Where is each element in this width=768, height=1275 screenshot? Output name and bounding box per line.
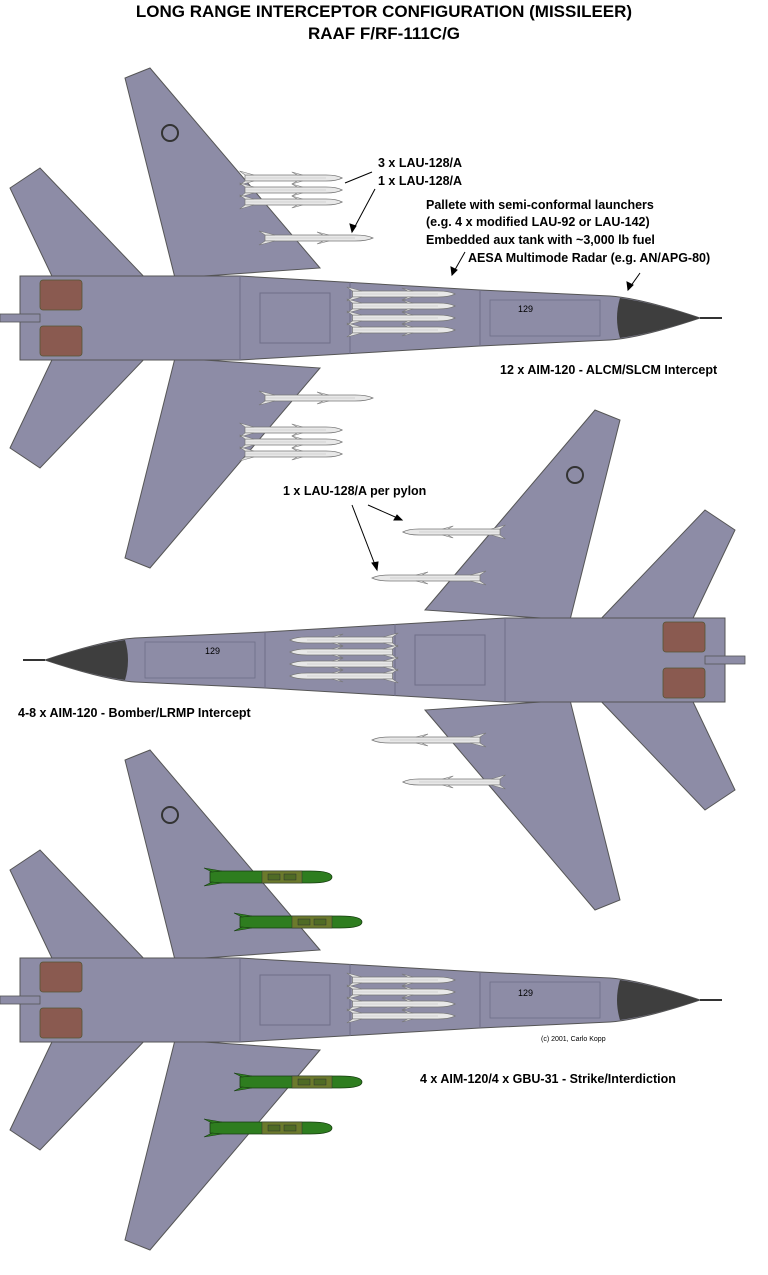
label-pallete-example: (e.g. 4 x modified LAU-92 or LAU-142): [426, 215, 650, 229]
tail-number-middle: 129: [205, 646, 221, 656]
copyright: (c) 2001, Carlo Kopp: [541, 1036, 606, 1043]
label-per-pylon: 1 x LAU-128/A per pylon: [283, 484, 427, 498]
aircraft-bottom: [0, 749, 723, 1251]
leader-lines: [344, 171, 641, 572]
page-subtitle: RAAF F/RF-111C/G: [307, 24, 461, 43]
label-radar: AESA Multimode Radar (e.g. AN/APG-80): [468, 251, 711, 265]
page-title: LONG RANGE INTERCEPTOR CONFIGURATION (MI…: [135, 2, 633, 21]
label-config-bottom: 4 x AIM-120/4 x GBU-31 - Strike/Interdic…: [420, 1072, 676, 1086]
label-pallete: Pallete with semi-conformal launchers: [426, 198, 654, 212]
label-aux-tank: Embedded aux tank with ~3,000 lb fuel: [426, 233, 655, 247]
label-config-top: 12 x AIM-120 - ALCM/SLCM Intercept: [500, 363, 718, 377]
tail-number-bottom: 129: [518, 988, 534, 998]
label-config-middle: 4-8 x AIM-120 - Bomber/LRMP Intercept: [18, 706, 251, 720]
label-lau-3: 3 x LAU-128/A: [378, 156, 463, 170]
label-lau-1: 1 x LAU-128/A: [378, 174, 463, 188]
tail-number-top: 129: [518, 304, 534, 314]
